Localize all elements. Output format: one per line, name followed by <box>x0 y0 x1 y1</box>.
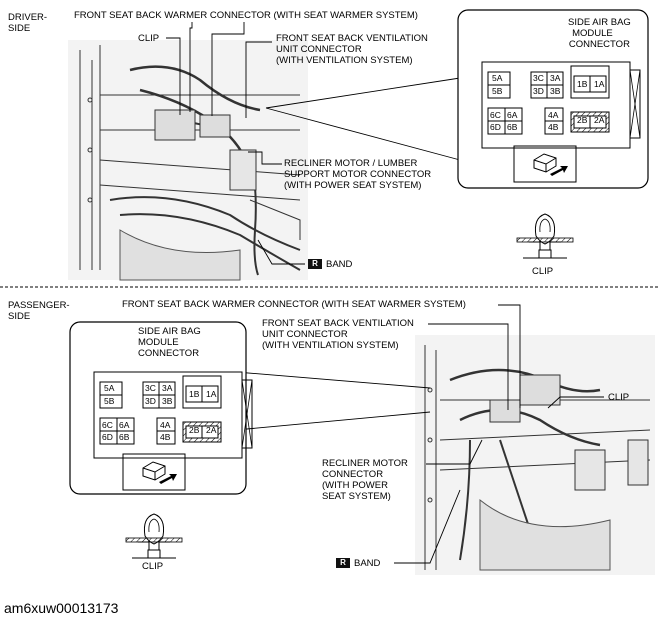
pin-label: 2B <box>189 425 200 435</box>
driver-recliner-connector-label: RECLINER MOTOR / LUMBER SUPPORT MOTOR CO… <box>284 158 431 191</box>
passenger-ventilation-line3: (WITH VENTILATION SYSTEM) <box>262 340 399 351</box>
driver-ventilation-line3: (WITH VENTILATION SYSTEM) <box>276 55 413 66</box>
passenger-side-label-line1: PASSENGER- <box>8 300 70 311</box>
passenger-warmer-connector-label: FRONT SEAT BACK WARMER CONNECTOR (WITH S… <box>122 299 466 310</box>
pin-label: 4A <box>160 420 171 430</box>
passenger-recliner-line4: SEAT SYSTEM) <box>322 491 391 502</box>
driver-recliner-line1: RECLINER MOTOR / LUMBER <box>284 158 418 169</box>
driver-band-label: BAND <box>326 259 353 270</box>
pin-label: 3A <box>162 383 173 393</box>
pin-label: 6B <box>119 432 130 442</box>
pin-label: 1B <box>577 79 588 89</box>
pin-label: 5B <box>104 396 115 406</box>
passenger-seat-photo <box>415 335 655 575</box>
pin-label: 2A <box>594 115 605 125</box>
pin-label: 6D <box>102 432 113 442</box>
passenger-airbag-line1: SIDE AIR BAG <box>138 326 201 337</box>
driver-recliner-line3: (WITH POWER SEAT SYSTEM) <box>284 180 422 191</box>
pin-label: 6D <box>490 122 501 132</box>
driver-side-label-line1: DRIVER- <box>8 12 48 23</box>
passenger-airbag-line3: CONNECTOR <box>138 348 200 359</box>
driver-clip-icon <box>516 213 574 259</box>
pin-label: 6B <box>507 122 518 132</box>
figure-id: am6xuw00013173 <box>4 600 119 616</box>
pin-label: 1B <box>189 389 200 399</box>
driver-band-badge: R <box>308 259 322 269</box>
pin-label: 3A <box>550 73 561 83</box>
driver-airbag-line3: CONNECTOR <box>568 39 630 50</box>
driver-ventilation-line1: FRONT SEAT BACK VENTILATION <box>276 33 428 44</box>
passenger-clip-icon <box>125 513 183 559</box>
passenger-clip-label: CLIP <box>608 392 630 403</box>
pin-label: 5B <box>492 86 503 96</box>
pin-label: 1A <box>206 389 217 399</box>
pin-label: 3D <box>145 396 156 406</box>
passenger-band-label: BAND <box>354 558 381 569</box>
driver-seat-photo <box>68 40 308 281</box>
pin-label: 2A <box>206 425 217 435</box>
pin-label: 6C <box>490 110 501 120</box>
driver-clip-detail-label: CLIP <box>532 266 554 277</box>
driver-clip-label: CLIP <box>138 33 160 44</box>
driver-warmer-connector-label: FRONT SEAT BACK WARMER CONNECTOR (WITH S… <box>74 10 418 21</box>
driver-recliner-line2: SUPPORT MOTOR CONNECTOR <box>284 169 432 180</box>
pin-label: 4A <box>548 110 559 120</box>
driver-inset-panel <box>457 9 649 189</box>
pin-label: 3C <box>145 383 156 393</box>
passenger-airbag-connector-label: SIDE AIR BAG MODULE CONNECTOR <box>138 326 201 359</box>
pin-label: 2B <box>577 115 588 125</box>
passenger-side-label-line2: SIDE <box>8 311 31 322</box>
passenger-band-badge: R <box>336 558 350 568</box>
pin-label: 1A <box>594 79 605 89</box>
pin-label: 3B <box>550 86 561 96</box>
passenger-ventilation-line1: FRONT SEAT BACK VENTILATION <box>262 318 414 329</box>
driver-airbag-line1: SIDE AIR BAG <box>568 17 631 28</box>
pin-label: 6A <box>507 110 518 120</box>
pin-label: 5A <box>492 73 503 83</box>
driver-ventilation-connector-label: FRONT SEAT BACK VENTILATION UNIT CONNECT… <box>276 33 428 66</box>
passenger-airbag-line2: MODULE <box>138 337 179 348</box>
driver-side-label: DRIVER- SIDE <box>8 12 47 34</box>
passenger-side-label: PASSENGER- SIDE <box>8 300 70 322</box>
passenger-recliner-line2: CONNECTOR <box>322 469 384 480</box>
pin-label: 3B <box>162 396 173 406</box>
passenger-recliner-line1: RECLINER MOTOR <box>322 458 408 469</box>
pin-label: 6A <box>119 420 130 430</box>
driver-airbag-connector-label: SIDE AIR BAG MODULE CONNECTOR <box>568 17 631 50</box>
passenger-recliner-line3: (WITH POWER <box>322 480 388 491</box>
driver-side-label-line2: SIDE <box>8 23 31 34</box>
pin-label: 3C <box>533 73 544 83</box>
passenger-ventilation-line2: UNIT CONNECTOR <box>262 329 348 340</box>
passenger-recliner-connector-label: RECLINER MOTOR CONNECTOR (WITH POWER SEA… <box>322 458 408 502</box>
passenger-ventilation-connector-label: FRONT SEAT BACK VENTILATION UNIT CONNECT… <box>262 318 414 351</box>
driver-airbag-line2: MODULE <box>572 28 613 39</box>
driver-ventilation-line2: UNIT CONNECTOR <box>276 44 362 55</box>
passenger-clip-detail-label: CLIP <box>142 561 164 572</box>
pin-label: 6C <box>102 420 113 430</box>
pin-label: 4B <box>160 432 171 442</box>
pin-label: 4B <box>548 122 559 132</box>
pin-label: 3D <box>533 86 544 96</box>
pin-label: 5A <box>104 383 115 393</box>
